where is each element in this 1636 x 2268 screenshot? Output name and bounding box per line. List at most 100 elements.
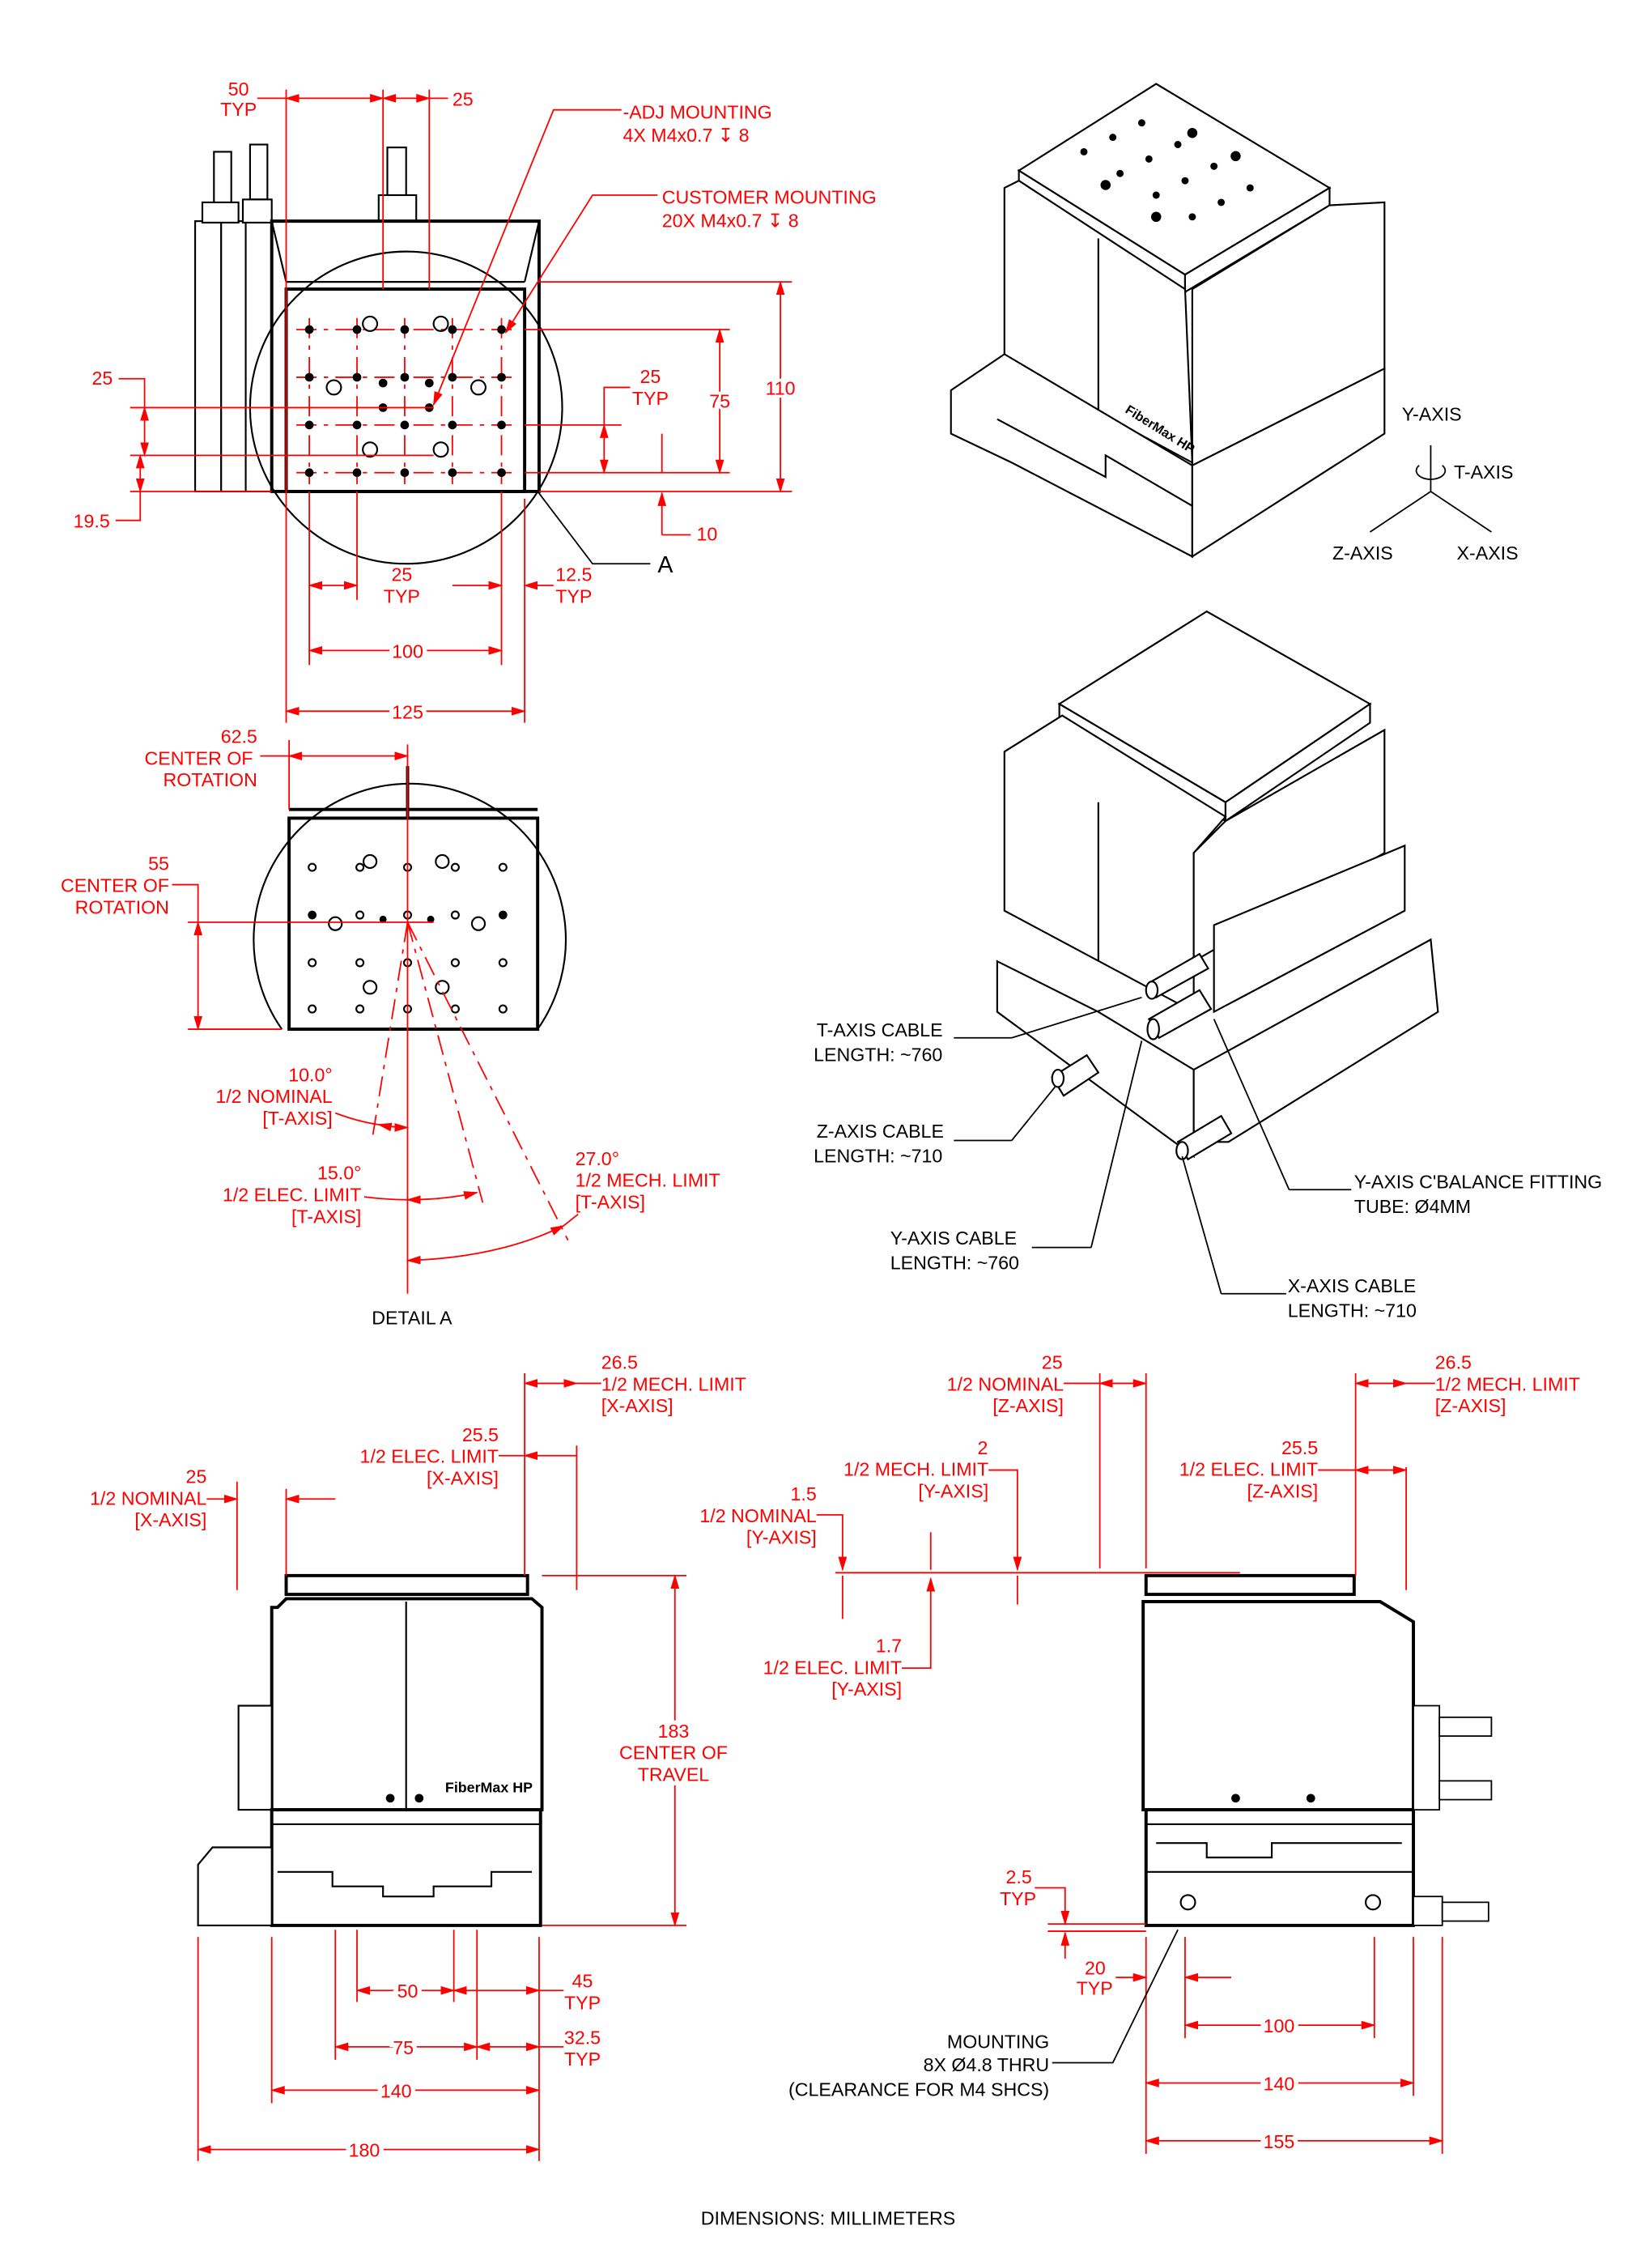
dim-32-5-typ: TYP — [564, 2049, 601, 2070]
z-nominal-line2: [Z-AXIS] — [992, 1395, 1064, 1416]
cor-y-value: 55 — [148, 853, 169, 874]
t-mech-line1: 1/2 MECH. LIMIT — [576, 1170, 720, 1191]
dim-50-label: 50 — [228, 79, 249, 100]
z-elec-line2: [Z-AXIS] — [1247, 1480, 1319, 1501]
cor-y-line1: CENTER OF — [61, 874, 169, 896]
top-view-body — [194, 143, 563, 565]
dim-20-side: 20 — [1085, 1958, 1106, 1979]
dim-20-typ: TYP — [1077, 1978, 1113, 1999]
adj-mounting-spec: 4X M4x0.7 ↧ 8 — [623, 125, 749, 146]
detail-a-callout: A — [657, 552, 673, 578]
y-nominal-line2: [Y-AXIS] — [746, 1527, 817, 1548]
front-view: FiberMax HP 26.5 1/2 MECH. LIMIT [X-AXIS… — [90, 1352, 746, 2165]
dim-110-label: 110 — [766, 377, 796, 398]
dim-12-5-label: 12.5 — [555, 564, 592, 585]
x-mech-line2: [X-AXIS] — [601, 1395, 674, 1416]
dim-2-5-typ: TYP — [1000, 1888, 1036, 1909]
dim-10-label: 10 — [697, 524, 718, 545]
x-elec-value: 25.5 — [462, 1424, 499, 1445]
dim-12-5-typ: TYP — [555, 585, 592, 606]
mounting-holes-spec: 8X Ø4.8 THRU — [924, 2054, 1050, 2075]
z-elec-line1: 1/2 ELEC. LIMIT — [1179, 1459, 1318, 1480]
t-elec-line1: 1/2 ELEC. LIMIT — [223, 1185, 361, 1206]
y-nominal-line1: 1/2 NOMINAL — [699, 1505, 816, 1526]
dim-125-label: 125 — [392, 701, 423, 722]
dim-25-left-label: 25 — [92, 368, 113, 389]
dim-75-front: 75 — [393, 2037, 414, 2058]
y-mech-value: 2 — [978, 1437, 988, 1458]
axis-triad: Y-AXIS T-AXIS Z-AXIS X-AXIS — [1332, 403, 1519, 563]
cor-x-line1: CENTER OF — [144, 747, 253, 768]
dim-100-side: 100 — [1264, 2015, 1295, 2036]
z-nominal-line1: 1/2 NOMINAL — [947, 1373, 1064, 1394]
front-brand-logo: FiberMax HP — [445, 1780, 533, 1796]
dim-140-front: 140 — [380, 2080, 412, 2101]
x-axis-cable-label: X-AXIS CABLE — [1288, 1275, 1417, 1296]
mounting-label: MOUNTING — [947, 2032, 1049, 2053]
z-mech-line2: [Z-AXIS] — [1435, 1395, 1506, 1416]
units-note: DIMENSIONS: MILLIMETERS — [701, 2207, 955, 2228]
mounting-hole-grid — [296, 315, 513, 485]
adj-mounting-label: -ADJ MOUNTING — [623, 101, 771, 122]
z-axis-cable-label: Z-AXIS CABLE — [817, 1121, 944, 1142]
cor-y-line2: ROTATION — [75, 896, 169, 917]
x-nominal-value: 25 — [186, 1466, 207, 1487]
isometric-view: FiberMax HP Y-AXIS T-AXIS Z-AXIS X-AXIS — [950, 83, 1519, 564]
y-elec-line2: [Y-AXIS] — [831, 1679, 902, 1700]
t-axis-cable-length: LENGTH: ~760 — [814, 1044, 942, 1065]
t-mech-line2: [T-AXIS] — [576, 1191, 645, 1212]
t-axis-label: T-AXIS — [1454, 462, 1513, 483]
y-axis-label: Y-AXIS — [1402, 403, 1462, 424]
x-elec-line2: [X-AXIS] — [427, 1467, 499, 1488]
detail-a-view: 62.5 CENTER OF ROTATION 55 CENTER OF ROT… — [61, 726, 720, 1329]
height-183-value: 183 — [658, 1721, 690, 1742]
height-183-line2: TRAVEL — [638, 1764, 710, 1785]
t-nominal-line2: [T-AXIS] — [262, 1108, 332, 1129]
dim-50-front: 50 — [397, 1981, 419, 2002]
customer-mounting-label: CUSTOMER MOUNTING — [662, 187, 877, 208]
y-elec-value: 1.7 — [876, 1635, 902, 1656]
x-mech-value: 26.5 — [601, 1352, 638, 1373]
y-nominal-value: 1.5 — [790, 1483, 816, 1504]
cbalance-tube-label: TUBE: Ø4MM — [1354, 1196, 1471, 1217]
dim-2-5-side: 2.5 — [1005, 1866, 1031, 1887]
x-nominal-line2: [X-AXIS] — [134, 1509, 206, 1530]
t-mech-value: 27.0° — [576, 1148, 619, 1169]
top-view: 50 TYP 25 -ADJ MOUNTING 4X M4x0.7 ↧ 8 CU… — [74, 79, 877, 727]
x-elec-line1: 1/2 ELEC. LIMIT — [360, 1446, 499, 1467]
x-axis-label: X-AXIS — [1457, 543, 1519, 564]
dim-19-5-label: 19.5 — [74, 511, 110, 532]
y-mech-line2: [Y-AXIS] — [918, 1480, 988, 1501]
cbalance-fitting-label: Y-AXIS C'BALANCE FITTING — [1354, 1171, 1602, 1192]
dim-25-typ-bottom-label: 25 — [391, 564, 412, 585]
dim-100-label: 100 — [392, 640, 423, 662]
dim-45-front: 45 — [572, 1971, 593, 1992]
z-axis-cable-length: LENGTH: ~710 — [814, 1145, 942, 1166]
cor-x-value: 62.5 — [221, 726, 257, 747]
t-axis-cable-label: T-AXIS CABLE — [817, 1019, 943, 1040]
dim-25-typ-right-typ: TYP — [632, 388, 669, 409]
t-nominal-line1: 1/2 NOMINAL — [215, 1086, 332, 1107]
dim-25-typ-right-label: 25 — [640, 366, 661, 387]
dim-155-side: 155 — [1264, 2131, 1295, 2152]
z-nominal-value: 25 — [1042, 1352, 1063, 1373]
y-axis-cable-label: Y-AXIS CABLE — [890, 1228, 1017, 1249]
x-mech-line1: 1/2 MECH. LIMIT — [601, 1373, 746, 1394]
z-mech-value: 26.5 — [1435, 1352, 1472, 1373]
dim-32-5-front: 32.5 — [564, 2027, 601, 2048]
dim-180-front: 180 — [349, 2140, 380, 2161]
t-nominal-value: 10.0° — [288, 1064, 332, 1085]
height-183-line1: CENTER OF — [619, 1742, 728, 1764]
dim-50-typ-label: TYP — [220, 99, 257, 120]
cor-x-line2: ROTATION — [163, 769, 257, 790]
t-elec-line2: [T-AXIS] — [291, 1206, 361, 1227]
dim-45-typ: TYP — [564, 1992, 601, 2013]
x-nominal-line1: 1/2 NOMINAL — [90, 1487, 206, 1508]
detail-a-title: DETAIL A — [372, 1307, 453, 1328]
dim-75-label: 75 — [709, 390, 730, 411]
dim-25-top-label: 25 — [453, 88, 474, 109]
z-axis-label: Z-AXIS — [1332, 543, 1393, 564]
side-view: 25 1/2 NOMINAL [Z-AXIS] 26.5 1/2 MECH. L… — [699, 1352, 1579, 2157]
dim-25-typ-bottom-typ: TYP — [384, 585, 420, 606]
